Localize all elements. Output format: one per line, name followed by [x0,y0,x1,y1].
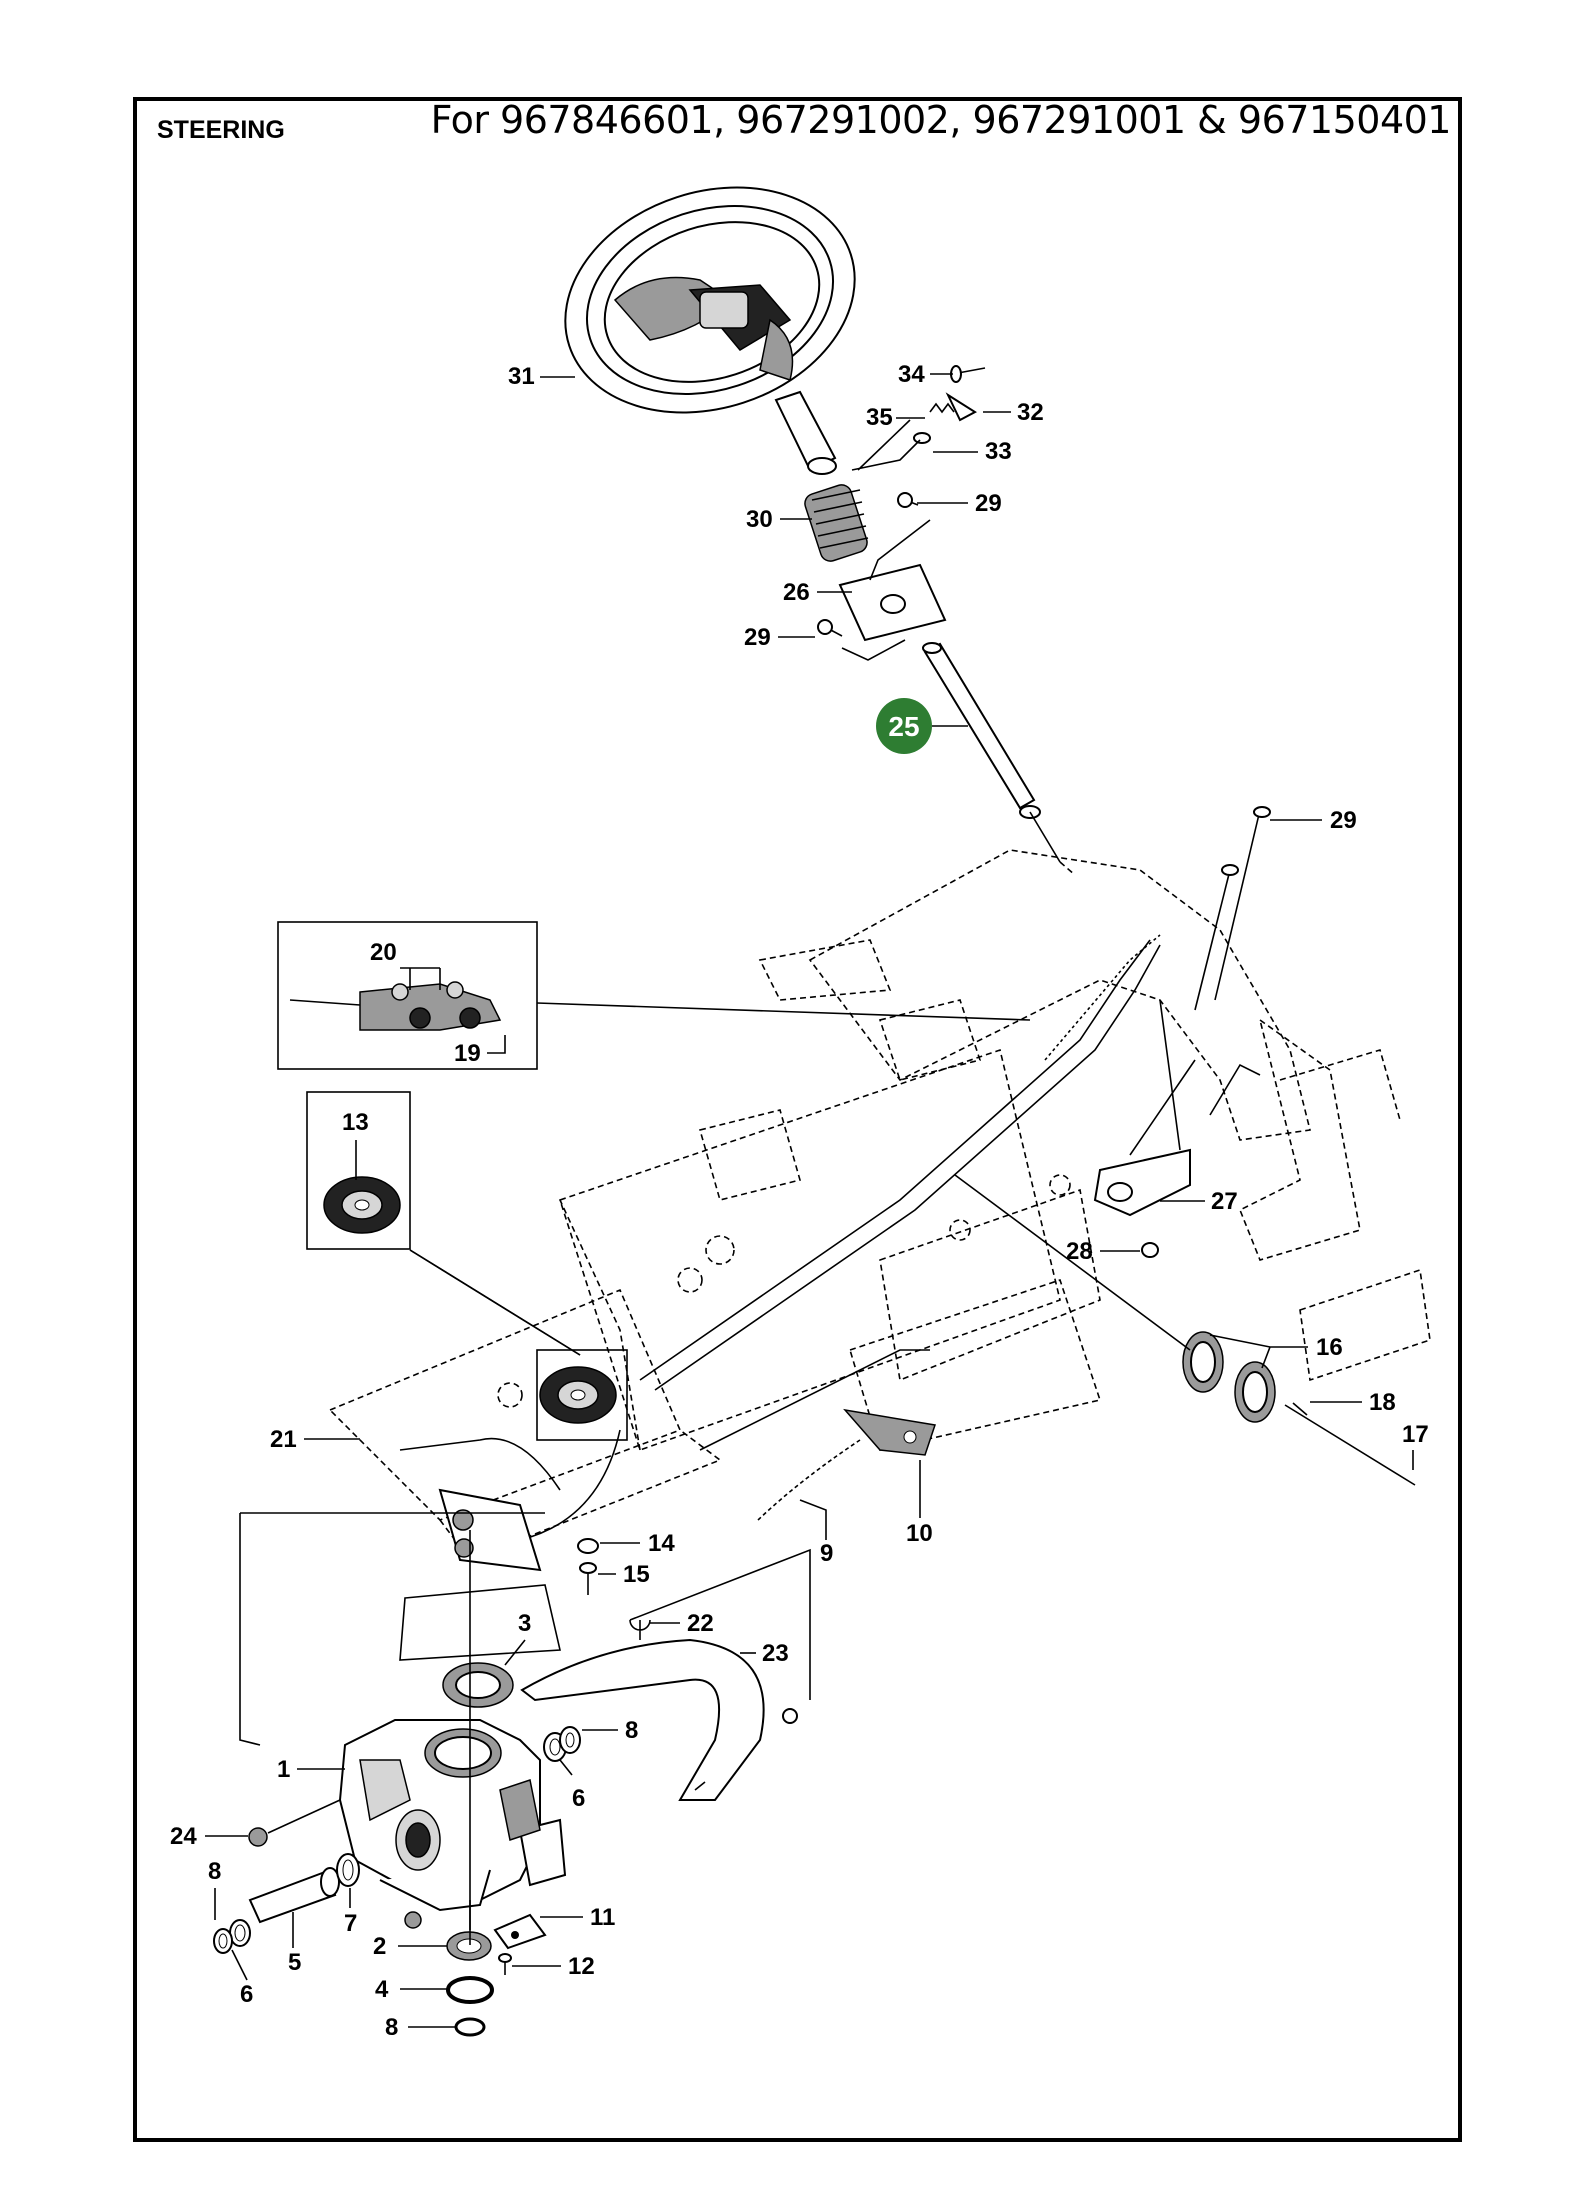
model-numbers: For 967846601, 967291002, 967291001 & 96… [430,98,1452,142]
callout-33: 33 [985,438,1012,465]
callout-21: 21 [270,1426,297,1453]
callout-29-lower: 29 [744,624,771,651]
callout-8-right: 8 [625,1717,638,1744]
callout-11: 11 [590,1904,615,1931]
callout-18: 18 [1369,1389,1396,1416]
callout-2: 2 [373,1933,386,1960]
steering-cable [399,934,1161,1541]
callout-31: 31 [508,363,535,390]
callout-29-upper: 29 [975,490,1002,517]
callout-9: 9 [820,1540,833,1567]
callout-30: 30 [746,506,773,533]
callout-3: 3 [518,1610,531,1637]
drawing-frame [133,97,1462,2142]
callout-8-bottom: 8 [385,2014,398,2041]
callout-28: 28 [1066,1238,1093,1265]
callout-19: 19 [454,1040,481,1067]
callout-5: 5 [288,1949,301,1976]
idler-pulley [536,1349,628,1441]
right-side-parts [954,806,1416,1486]
callout-6-left: 6 [240,1981,253,2008]
callout-6-right: 6 [572,1785,585,1812]
gearbox-shaft [213,1726,581,1954]
inset-pointer [409,1249,581,1356]
bottom-hardware [446,1900,547,2037]
callout-7: 7 [344,1910,357,1937]
callout-4: 4 [375,1976,389,2003]
callout-12: 12 [568,1953,595,1980]
callout-8-left: 8 [208,1858,221,1885]
callout-16: 16 [1316,1334,1343,1361]
callout-26: 26 [783,579,810,606]
steering-shaft [922,642,1076,876]
callout-13: 13 [342,1109,369,1136]
callout-1: 1 [277,1756,290,1783]
callout-17: 17 [1402,1421,1429,1448]
column-hardware [804,365,986,661]
callout-24: 24 [170,1823,197,1850]
callout-23: 23 [762,1640,789,1667]
callout-34: 34 [898,361,925,388]
lower-parts [239,1349,936,1746]
mower-frame [328,849,1431,1561]
page-title: STEERING [157,116,285,144]
callout-29-frame: 29 [1330,807,1357,834]
steering-wheel [564,186,856,475]
highlight-callout-25: 25 [876,698,968,754]
inset-cable-clamp [277,921,1031,1070]
callout-20: 20 [370,939,397,966]
steering-gearbox [338,1719,567,1912]
callout-22: 22 [687,1610,714,1637]
callout-10: 10 [906,1520,933,1547]
callouts: 31 34 35 32 33 30 29 26 29 29 20 19 13 2… [170,361,1429,2041]
callout-25: 25 [888,711,919,742]
bearing [442,1662,514,1708]
strap-bracket [520,1548,811,1801]
callout-35: 35 [866,404,893,431]
callout-14: 14 [648,1530,675,1557]
callout-27: 27 [1211,1188,1238,1215]
callout-32: 32 [1017,399,1044,426]
callout-15: 15 [623,1561,650,1588]
